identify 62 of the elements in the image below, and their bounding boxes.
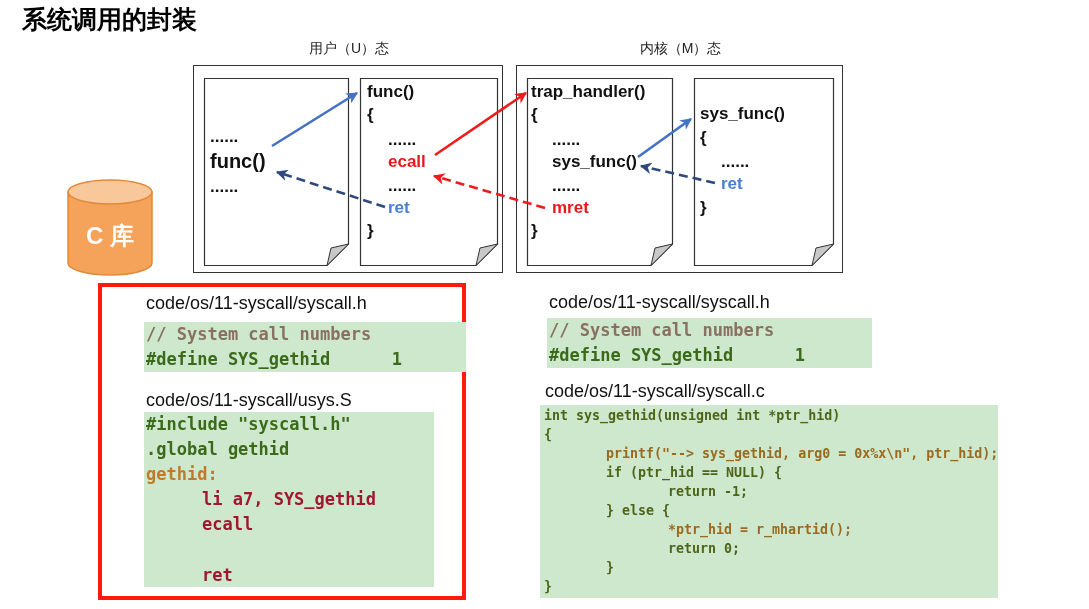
code-text: ...... [552, 176, 581, 194]
code-text: ...... [552, 130, 581, 148]
file-path: code/os/11-syscall/syscall.c [545, 382, 765, 400]
code-text: ...... [210, 177, 239, 195]
code-text: func() [367, 82, 415, 100]
cylinder-label: C 库 [85, 224, 135, 248]
code-text: ...... [388, 130, 417, 148]
slide-title: 系统调用的封装 [22, 7, 197, 32]
code-text: } [531, 221, 538, 239]
code-text: { [700, 128, 707, 146]
cylinder [67, 180, 153, 275]
code-line: li a7, SYS_gethid [202, 490, 376, 508]
code-line: } else { [606, 504, 671, 518]
code-text: } [700, 198, 707, 216]
file-path: code/os/11-syscall/syscall.h [549, 293, 770, 311]
code-line: gethid: [146, 465, 218, 483]
arrow [434, 91, 527, 157]
highlight-frame [98, 283, 466, 600]
code-line: printf("--> sys_gethid, arg0 = 0x%x\n", ptr_hid); [606, 447, 999, 461]
code-text: { [367, 105, 374, 123]
code-line: ret [202, 566, 233, 584]
arrow [637, 117, 692, 159]
code-text: ...... [388, 176, 417, 194]
code-text: mret [552, 198, 589, 216]
document-page [204, 78, 349, 266]
code-line: { [544, 428, 552, 442]
code-text: { [531, 105, 538, 123]
code-line: *ptr_hid = r_mhartid(); [668, 523, 853, 537]
code-text: ...... [721, 152, 750, 170]
arrow [275, 169, 386, 209]
arrow [432, 173, 546, 210]
code-line: #include "syscall.h" [146, 415, 351, 433]
code-line: return -1; [668, 485, 749, 499]
code-text: } [367, 221, 374, 239]
code-line: } [544, 580, 552, 594]
code-line: } [606, 561, 614, 575]
panel-heading: 内核（M）态 [638, 41, 723, 55]
code-text: ...... [210, 127, 239, 145]
code-line: if (ptr_hid == NULL) { [606, 466, 783, 480]
code-line: ecall [202, 515, 254, 533]
code-line: // System call numbers [146, 325, 372, 343]
file-path: code/os/11-syscall/syscall.h [146, 294, 367, 312]
code-text: func() [210, 151, 266, 171]
code-line: return 0; [668, 542, 741, 556]
panel-heading: 用户（U）态 [307, 41, 391, 55]
arrow [639, 162, 716, 185]
code-line: #define SYS_gethid 1 [549, 346, 805, 364]
code-text: sys_func() [700, 104, 786, 122]
document-page [694, 78, 834, 266]
code-line: #define SYS_gethid 1 [146, 350, 402, 368]
document-page [360, 78, 498, 266]
code-text: ecall [388, 152, 426, 170]
code-text: ret [721, 174, 743, 192]
file-path: code/os/11-syscall/usys.S [146, 391, 352, 409]
arrow [271, 91, 358, 148]
code-text: ret [388, 198, 410, 216]
code-text: trap_handler() [531, 82, 646, 100]
code-text: sys_func() [552, 152, 638, 170]
code-line: int sys_gethid(unsigned int *ptr_hid) [544, 409, 841, 423]
document-page [527, 78, 673, 266]
code-line: .global gethid [146, 440, 290, 458]
code-line: // System call numbers [549, 321, 775, 339]
